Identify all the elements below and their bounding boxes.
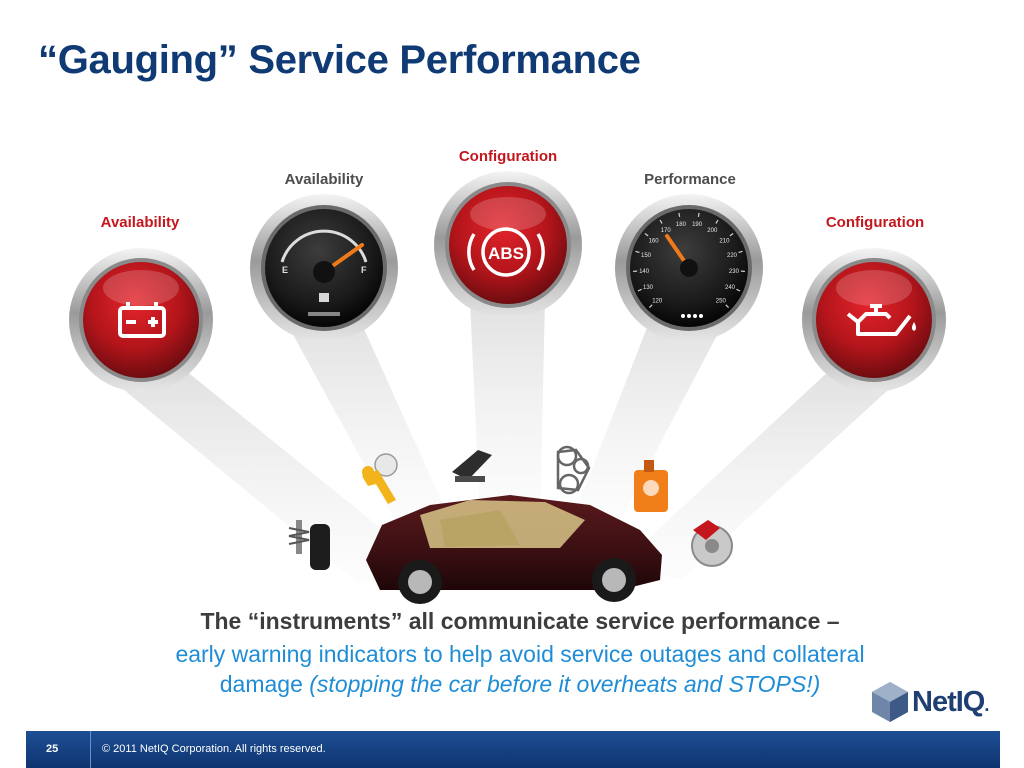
svg-text:E: E [282, 265, 288, 275]
speed-tick-mark [725, 304, 730, 309]
beam-abs [470, 300, 545, 520]
oil-gauge [802, 248, 946, 392]
caption-line-3: damage (stopping the car before it overh… [60, 671, 980, 698]
footer-bar: 25 © 2011 NetIQ Corporation. All rights … [26, 731, 1000, 768]
oil-can-icon [846, 304, 912, 336]
netiq-logo-word: NetIQ [912, 686, 985, 718]
page-number: 25 [46, 743, 59, 755]
oil-bottle-icon [634, 460, 668, 512]
speed-tick-label: 150 [641, 253, 652, 259]
netiq-logo-text: NetIQ. [912, 686, 989, 719]
speed-tick-label: 240 [725, 285, 736, 291]
speed-tick-mark [635, 250, 640, 254]
airbag-icon [362, 453, 398, 504]
label-availability-fuel: Availability [284, 171, 364, 188]
netiq-logo: NetIQ. [870, 680, 1000, 724]
battery-gauge [69, 248, 213, 392]
label-configuration-right: Configuration [825, 214, 925, 231]
speed-tick-label: 170 [661, 228, 672, 234]
caption-headline: The “instruments” all communicate servic… [200, 608, 840, 634]
speed-tick-mark [729, 233, 734, 237]
footer-divider [90, 731, 91, 768]
speed-tick-mark [736, 288, 741, 292]
slide-title: “Gauging” Service Performance [38, 38, 641, 82]
footer-copyright: © 2011 NetIQ Corporation. All rights res… [102, 743, 326, 755]
speed-tick-label: 210 [719, 239, 730, 245]
speed-tick-label: 190 [692, 222, 703, 228]
brake-disc-icon [691, 520, 733, 567]
pedal-icon [452, 450, 492, 482]
speed-tick-label: 140 [639, 269, 650, 275]
label-availability-left: Availability [100, 214, 180, 231]
netiq-cube-icon [872, 682, 908, 722]
label-performance: Performance [644, 171, 736, 188]
speed-tick-mark [637, 288, 642, 292]
abs-gauge: ABS [434, 171, 582, 319]
speed-tick-mark [659, 219, 663, 224]
speed-tick-mark [715, 219, 719, 224]
battery-icon [118, 302, 166, 338]
speed-tick-mark [738, 250, 743, 254]
svg-text:F: F [361, 265, 367, 275]
speed-tick-mark [678, 212, 681, 218]
beam-left [100, 370, 420, 585]
speed-tick-mark [648, 304, 653, 309]
abs-text: ABS [488, 244, 524, 263]
caption-line-3-plain: damage [219, 671, 310, 697]
beam-right [620, 370, 910, 580]
caption-line-3-italic: (stopping the car before it overheats an… [309, 671, 821, 697]
fuel-gauge: E F [250, 194, 398, 342]
speed-tick-label: 120 [652, 298, 663, 304]
speed-tick-mark [697, 212, 700, 218]
speed-tick-label: 180 [676, 222, 687, 228]
speed-tick-label: 230 [729, 269, 740, 275]
car-illustration [366, 495, 662, 604]
beam-speed [570, 320, 725, 525]
speed-tick-label: 250 [716, 298, 727, 304]
beam-fuel [285, 320, 450, 530]
speed-tick-mark [644, 233, 649, 237]
label-configuration-abs: Configuration [458, 148, 558, 165]
engine-belt-icon [556, 445, 591, 495]
suspension-icon [288, 520, 330, 570]
speed-tick-label: 200 [707, 228, 718, 234]
caption-line-2: early warning indicators to help avoid s… [175, 641, 865, 667]
netiq-logo-dot: . [984, 695, 989, 715]
speed-tick-label: 160 [649, 239, 660, 245]
speed-tick-label: 130 [643, 285, 654, 291]
speed-tick-label: 220 [727, 253, 738, 259]
